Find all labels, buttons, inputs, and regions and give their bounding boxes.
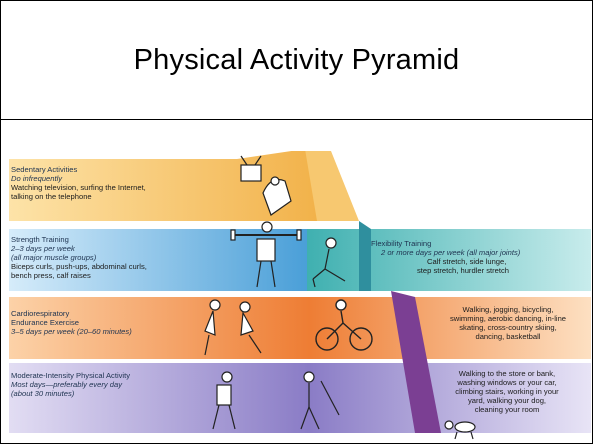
cyclist-illustration bbox=[315, 299, 373, 351]
strength-frequency: 2–3 days per week bbox=[11, 244, 75, 253]
moderate-band-left bbox=[9, 363, 309, 433]
cardio-examples: Walking, jogging, bicycling, swimming, a… bbox=[427, 305, 589, 341]
cardio-desc-line3: skating, cross-country skiing, bbox=[459, 323, 557, 332]
slide-title: Physical Activity Pyramid bbox=[1, 1, 592, 120]
pyramid-tip bbox=[305, 151, 359, 221]
sedentary-frequency: Do infrequently bbox=[11, 174, 63, 183]
moderate-desc-line4: yard, walking your dog, bbox=[467, 396, 547, 405]
sedentary-desc-line2: talking on the telephone bbox=[11, 192, 92, 201]
cardio-band-right bbox=[309, 297, 591, 359]
cardio-frequency: 3–5 days per week (20–60 minutes) bbox=[11, 327, 132, 336]
cardio-desc-line2: swimming, aerobic dancing, in-line bbox=[449, 314, 567, 323]
tv-viewer-illustration bbox=[240, 155, 292, 216]
moderate-desc-line2: washing windows or your car, bbox=[457, 378, 557, 387]
moderate-duration: (about 30 minutes) bbox=[11, 389, 75, 398]
strength-text: Strength Training 2–3 days per week (all… bbox=[11, 235, 211, 280]
moderate-desc-line5: cleaning your room bbox=[474, 405, 540, 414]
flexibility-heading: Flexibility Training bbox=[371, 239, 432, 248]
sedentary-text: Sedentary Activities Do infrequently Wat… bbox=[11, 165, 211, 201]
flexibility-desc-line1: Calf stretch, side lunge, bbox=[427, 257, 507, 266]
cardio-desc-line1: Walking, jogging, bicycling, bbox=[462, 305, 554, 314]
flexibility-desc-line2: step stretch, hurdler stretch bbox=[417, 266, 510, 275]
moderate-band-right bbox=[309, 363, 591, 433]
flexibility-text: Flexibility Training 2 or more days per … bbox=[371, 239, 571, 275]
cardio-heading-line2: Endurance Exercise bbox=[11, 318, 79, 327]
strength-note: (all major muscle groups) bbox=[11, 253, 97, 262]
moderate-heading: Moderate-Intensity Physical Activity bbox=[11, 371, 131, 380]
pyramid-right-side bbox=[391, 291, 441, 433]
moderate-examples: Walking to the store or bank, washing wi… bbox=[437, 369, 577, 414]
strength-desc-line2: bench press, calf raises bbox=[11, 271, 91, 280]
moderate-activity-illustration bbox=[212, 371, 476, 440]
cardio-band-left bbox=[9, 297, 309, 359]
flexibility-band bbox=[307, 229, 591, 291]
moderate-desc-line3: climbing stairs, working in your bbox=[455, 387, 559, 396]
moderate-desc-line1: Walking to the store or bank, bbox=[458, 369, 556, 378]
moderate-frequency: Most days—preferably every day bbox=[11, 380, 122, 389]
cardio-heading-line1: Cardiorespiratory bbox=[11, 309, 70, 318]
sedentary-desc-line1: Watching television, surfing the Interne… bbox=[11, 183, 146, 192]
strength-band bbox=[9, 229, 307, 291]
strength-desc-line1: Biceps curls, push-ups, abdominal curls, bbox=[11, 262, 147, 271]
pyramid-graphic bbox=[9, 151, 591, 440]
flexibility-frequency: 2 or more days per week (all major joint… bbox=[381, 248, 521, 257]
stretch-illustration bbox=[312, 237, 346, 288]
moderate-text: Moderate-Intensity Physical Activity Mos… bbox=[11, 371, 201, 398]
sedentary-band bbox=[9, 151, 317, 221]
sedentary-heading: Sedentary Activities bbox=[11, 165, 78, 174]
cardio-text: Cardiorespiratory Endurance Exercise 3–5… bbox=[11, 309, 201, 336]
flexibility-side bbox=[359, 221, 371, 291]
weightlifter-illustration bbox=[230, 221, 302, 288]
cardio-desc-line4: dancing, basketball bbox=[475, 332, 541, 341]
activity-pyramid-figure: Sedentary Activities Do infrequently Wat… bbox=[9, 151, 591, 443]
strength-heading: Strength Training bbox=[11, 235, 69, 244]
dancers-illustration bbox=[204, 299, 262, 356]
